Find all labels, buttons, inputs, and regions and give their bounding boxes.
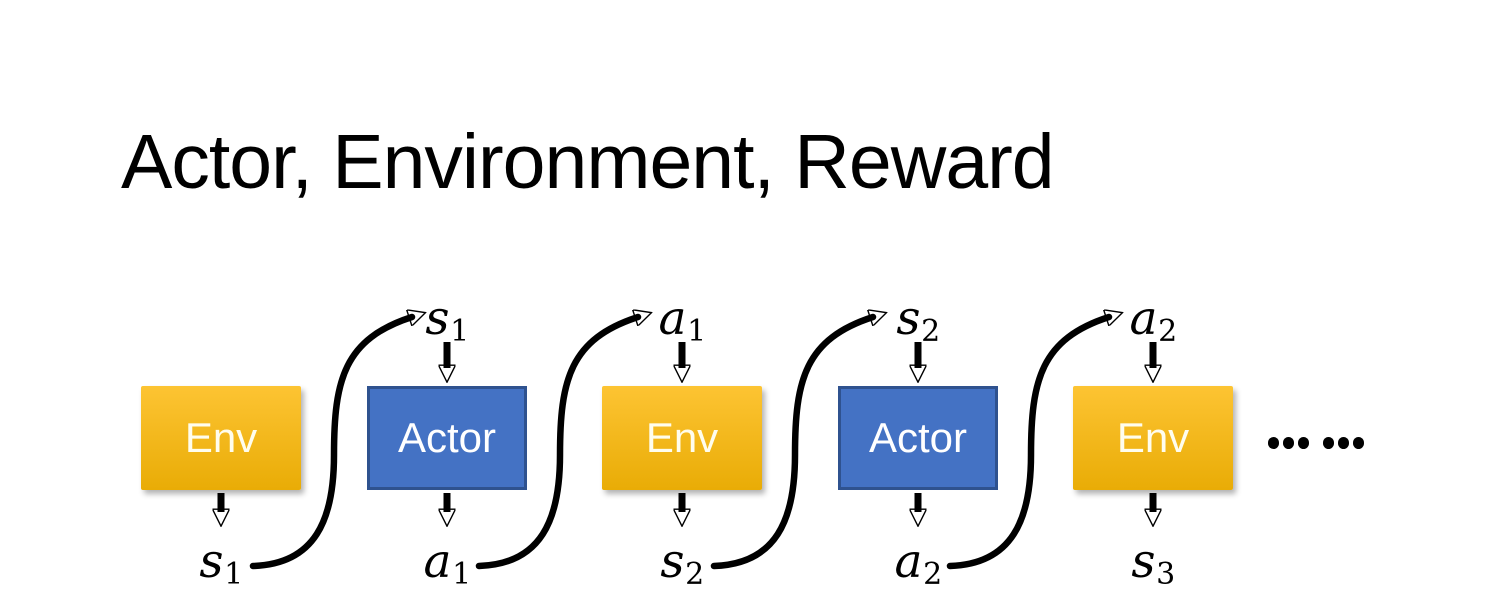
label-top-s2-sub: 2 [921,313,941,349]
label-bottom-s2-sub: 2 [685,556,705,592]
label-bottom-s3-sub: 3 [1156,556,1176,592]
label-bottom-a2-base: a [894,534,923,589]
label-top-s1-sub: 1 [450,313,470,349]
continuation-ellipsis-icon [1268,437,1368,449]
slide-title: Actor, Environment, Reward [121,119,1055,205]
env-box-2-label: Env [645,414,719,461]
actor-box-1-label: Actor [397,414,497,461]
actor-box-2: Actor [838,386,998,490]
actor-box-1: Actor [367,386,527,490]
label-top-s2-base: s [896,291,921,346]
label-bottom-a2-sub: 2 [923,556,943,592]
label-top-a2-base: a [1129,291,1158,346]
env-box-3: Env [1073,386,1233,490]
label-bottom-s3: s3 [1103,538,1203,589]
label-top-a2: a2 [1103,295,1203,346]
env-box-1: Env [141,386,301,490]
label-bottom-a1-base: a [423,534,452,589]
label-bottom-s3-base: s [1131,534,1156,589]
label-top-s1: s1 [397,295,497,346]
label-bottom-s1: s1 [171,538,271,589]
label-bottom-s1-base: s [199,534,224,589]
label-bottom-a1-sub: 1 [452,556,472,592]
env-box-2: Env [602,386,762,490]
label-bottom-s1-sub: 1 [224,556,244,592]
label-top-s2: s2 [868,295,968,346]
label-top-s1-base: s [425,291,450,346]
env-box-3-label: Env [1116,414,1190,461]
label-bottom-s2-base: s [660,534,685,589]
label-top-a1: a1 [632,295,732,346]
label-top-a1-sub: 1 [687,313,707,349]
label-bottom-s2: s2 [632,538,732,589]
label-bottom-a2: a2 [868,538,968,589]
env-box-1-label: Env [184,414,258,461]
label-top-a2-sub: 2 [1158,313,1178,349]
label-bottom-a1: a1 [397,538,497,589]
label-top-a1-base: a [658,291,687,346]
actor-box-2-label: Actor [868,414,968,461]
